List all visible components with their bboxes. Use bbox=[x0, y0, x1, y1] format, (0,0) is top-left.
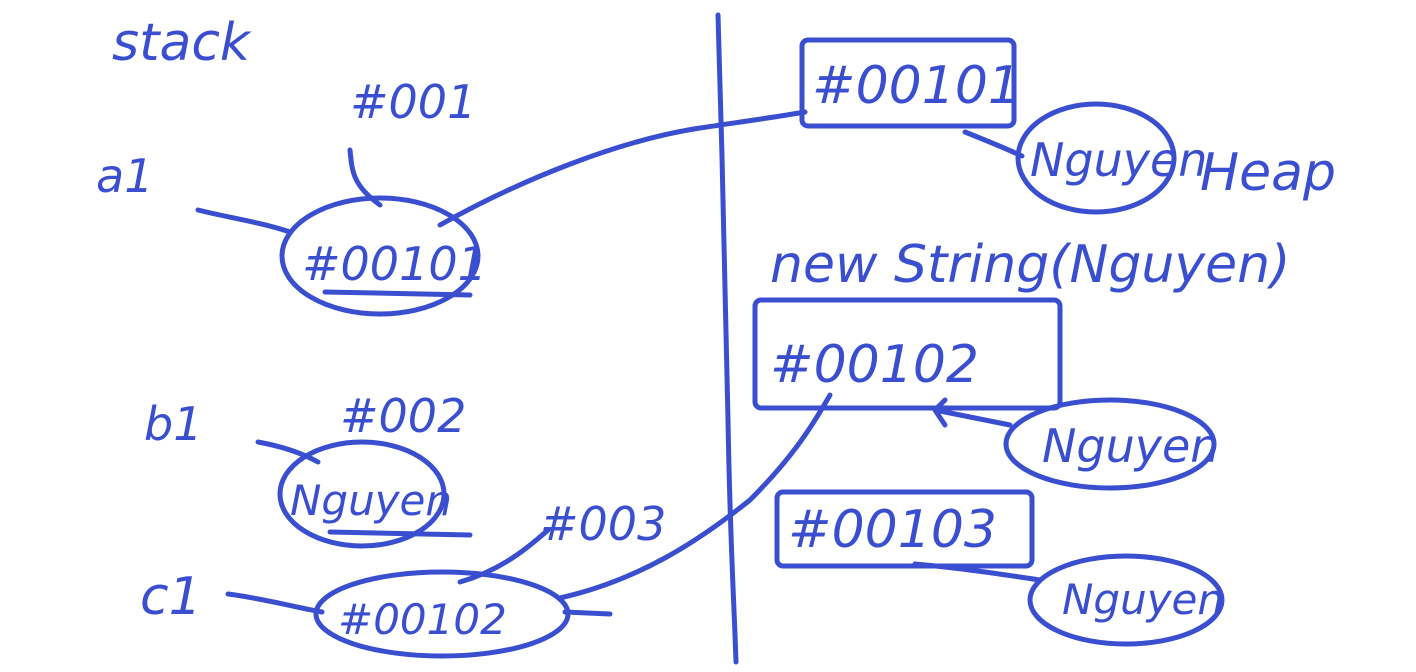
c1-variable-name: c1 bbox=[140, 567, 202, 627]
c1-address-pointer bbox=[457, 527, 551, 585]
a1-value-text: #00101 bbox=[302, 237, 487, 291]
b1-name-connector bbox=[255, 439, 321, 465]
b1-address-label: #002 bbox=[340, 389, 466, 443]
b1-value-underline bbox=[327, 529, 473, 538]
heap-object-1-address: #00101 bbox=[812, 56, 1021, 116]
heap-object-2-cell bbox=[752, 297, 1063, 411]
b1-value-cell bbox=[277, 439, 447, 549]
a1-value-cell bbox=[279, 195, 481, 317]
heap-object-1-cell bbox=[799, 37, 1017, 129]
heap-object-2-value-cell bbox=[1003, 397, 1217, 491]
heap-object-2-value: Nguyen bbox=[1042, 419, 1219, 473]
new-string-note: new String(Nguyen) bbox=[770, 235, 1290, 295]
stack-title: stack bbox=[112, 13, 252, 73]
a1-value-underline bbox=[322, 289, 473, 298]
heap-object-1-link bbox=[962, 129, 1025, 159]
c1-value-tail bbox=[562, 609, 613, 617]
a1-address-label: #001 bbox=[350, 75, 476, 129]
a1-to-heap-object-1-pointer bbox=[437, 109, 808, 228]
b1-variable-name: b1 bbox=[144, 397, 202, 451]
b1-value-text: Nguyen bbox=[290, 476, 452, 525]
heap-object-3-value-cell bbox=[1027, 553, 1225, 647]
stack-heap-divider bbox=[715, 12, 739, 665]
heap-object-3-value: Nguyen bbox=[1062, 575, 1224, 624]
heap-object-3-cell bbox=[774, 489, 1035, 569]
c1-address-label: #003 bbox=[540, 497, 666, 551]
heap-object-1-value: Nguyen bbox=[1030, 133, 1207, 187]
heap-object-2-link bbox=[932, 397, 1013, 428]
heap-object-3-address: #00103 bbox=[788, 500, 997, 560]
heap-object-2-address: #00102 bbox=[770, 335, 979, 395]
c1-value-text: #00102 bbox=[338, 595, 507, 644]
heap-object-1-value-cell bbox=[1015, 101, 1177, 215]
heap-object-3-link bbox=[912, 561, 1043, 583]
a1-name-connector bbox=[195, 207, 293, 235]
heap-title: Heap bbox=[1200, 143, 1336, 203]
c1-name-connector bbox=[225, 591, 325, 615]
a1-variable-name: a1 bbox=[96, 149, 153, 203]
c1-to-heap-object-2-pointer bbox=[557, 392, 833, 601]
